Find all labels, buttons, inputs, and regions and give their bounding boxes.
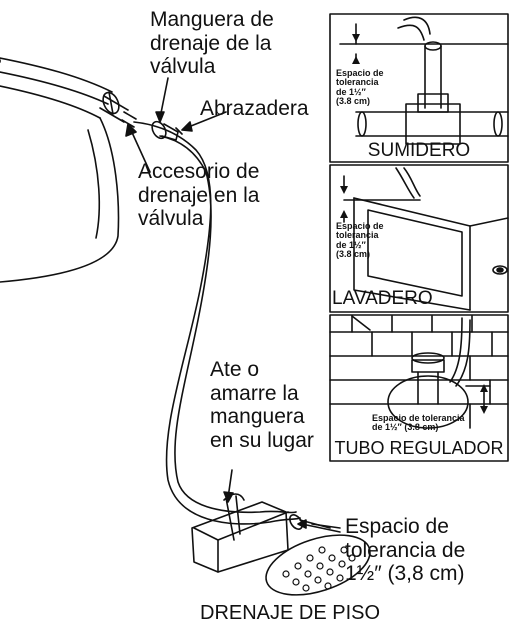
callout-arrows bbox=[125, 77, 341, 533]
sump-illustration bbox=[339, 16, 509, 145]
laundry-panel-frame bbox=[329, 164, 509, 313]
clamp-label: Abrazadera bbox=[200, 97, 309, 120]
softener-tank bbox=[0, 57, 120, 283]
valve-drain-fitting-label: Accesorio de drenaje en la válvula bbox=[138, 160, 260, 231]
hose-clamp bbox=[151, 120, 183, 141]
valve-drain-hose-label: Manguera de drenaje de la válvula bbox=[150, 8, 274, 79]
valve-drain-fitting bbox=[99, 91, 137, 128]
laundry-gap-note: Espacio de tolerancia de 1½″ (3.8 cm) bbox=[336, 221, 384, 260]
standpipe-panel-title: TUBO REGULADOR bbox=[334, 438, 504, 458]
sump-gap-note: Espacio de tolerancia de 1½″ (3.8 cm) bbox=[336, 68, 384, 107]
sump-panel-title: SUMIDERO bbox=[367, 140, 471, 161]
tie-hose-label: Ate o amarre la manguera en su lugar bbox=[210, 358, 314, 452]
drain-hose bbox=[133, 121, 301, 525]
floor-drain-gap-label: Espacio de tolerancia de 1½″ (3,8 cm) bbox=[345, 515, 466, 586]
standpipe-panel-frame bbox=[329, 314, 509, 462]
standpipe-illustration bbox=[329, 315, 509, 429]
laundry-panel-title: LAVADERO bbox=[332, 288, 433, 309]
standpipe-gap-note: Espacio de tolerancia de 1½″ (3.8 cm) bbox=[372, 413, 465, 433]
sump-panel-frame bbox=[329, 13, 509, 163]
laundry-illustration bbox=[343, 167, 509, 311]
floor-drain-title: DRENAJE DE PISO bbox=[200, 602, 381, 624]
